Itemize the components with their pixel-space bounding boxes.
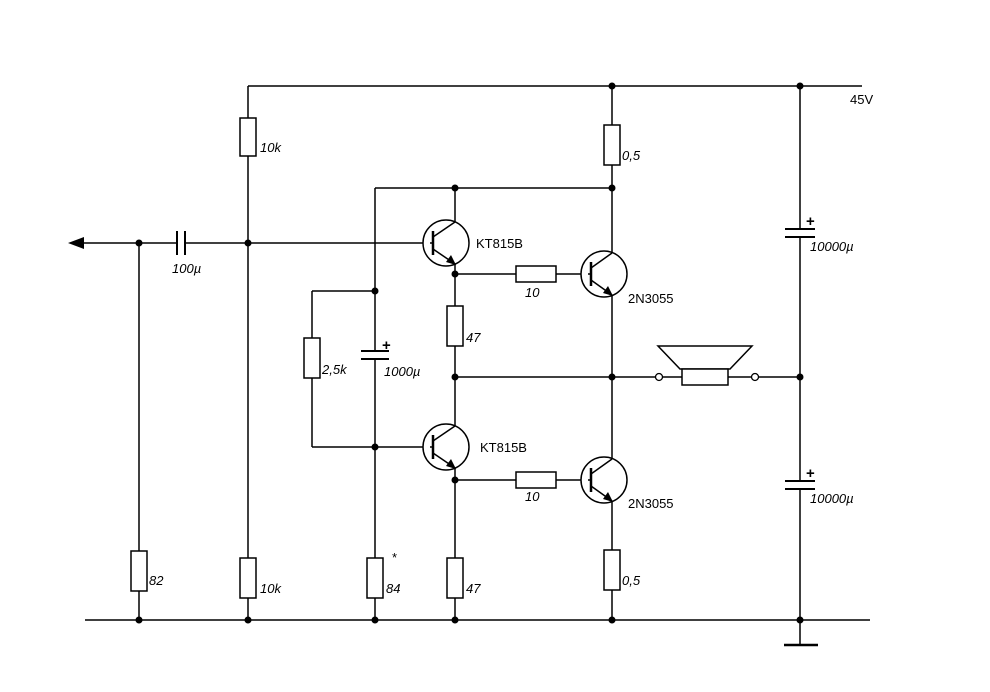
ground-symbol <box>784 620 818 647</box>
junction-dot <box>135 616 143 624</box>
driver-transistor-top-label: KT815B <box>476 236 523 251</box>
junction-dot <box>608 373 616 381</box>
junction-dot <box>608 616 616 624</box>
supply-capacitor-top: + 10000µ <box>785 86 854 377</box>
junction-dot <box>451 476 459 484</box>
bias-resistor-bottom: 10k <box>239 243 282 620</box>
bias-resistor-top-label: 10k <box>260 140 282 155</box>
supply-capacitor-top-label: 10000µ <box>810 239 854 254</box>
junction-dot <box>796 82 804 90</box>
input-capacitor-label: 100µ <box>172 261 201 276</box>
base-resistor-bottom-label: 10 <box>525 489 540 504</box>
input-capacitor: 100µ <box>172 231 430 276</box>
junction-dot <box>371 443 379 451</box>
emitter-resistor-bottom-label: 0,5 <box>622 573 641 588</box>
adjust-resistor-label: 84 <box>386 581 400 596</box>
mid-resistor-label: 47 <box>466 330 481 345</box>
base-resistor-top-label: 10 <box>525 285 540 300</box>
feedback-resistor: 2,5k <box>303 290 430 448</box>
junction-dot <box>371 616 379 624</box>
output-transistor-top-label: 2N3055 <box>628 291 674 306</box>
junction-dot <box>371 287 379 295</box>
supply-voltage-label: 45V <box>850 92 873 107</box>
driver-transistor-bottom-label: KT815B <box>480 440 527 455</box>
supply-capacitor-bottom-plus: + <box>806 465 815 482</box>
bootstrap-capacitor-plus: + <box>382 337 391 354</box>
emitter-resistor-bottom: 0,5 <box>603 549 641 620</box>
junction-dot <box>451 184 459 192</box>
bias-resistor-top: 10k <box>239 86 282 243</box>
junction-dot <box>451 373 459 381</box>
junction-dot <box>796 616 804 624</box>
mid-resistor: 47 <box>446 274 481 428</box>
base-resistor-bottom: 10 <box>455 471 588 504</box>
bootstrap-capacitor-label: 1000µ <box>384 364 420 379</box>
speaker-icon <box>654 345 800 386</box>
supply-capacitor-top-plus: + <box>806 213 815 230</box>
bootstrap-capacitor: + 1000µ <box>361 337 420 558</box>
adjust-resistor-mark: * <box>392 550 397 565</box>
junction-dot <box>608 184 616 192</box>
bias-resistor-bottom-label: 10k <box>260 581 282 596</box>
junction-dots <box>135 82 804 624</box>
supply-capacitor-bottom-label: 10000µ <box>810 491 854 506</box>
supply-rail: 45V <box>248 85 873 107</box>
junction-dot <box>244 239 252 247</box>
feedback-resistor-label: 2,5k <box>321 362 348 377</box>
input-terminal <box>68 237 176 249</box>
input-resistor: 82 <box>130 243 164 620</box>
emitter-resistor-top-label: 0,5 <box>622 148 641 163</box>
emitter-resistor-top: 0,5 <box>603 86 641 188</box>
junction-dot <box>135 239 143 247</box>
junction-dot <box>451 616 459 624</box>
output-transistor-top: 2N3055 <box>580 188 674 377</box>
base-resistor-top: 10 <box>455 265 588 300</box>
junction-dot <box>796 373 804 381</box>
bottom-resistor-47-label: 47 <box>466 581 481 596</box>
driver-transistor-bottom: KT815B <box>422 423 527 558</box>
output-transistor-bottom-label: 2N3055 <box>628 496 674 511</box>
output-transistor-bottom: 2N3055 <box>580 377 674 550</box>
adjust-resistor: 84 * <box>366 550 400 620</box>
input-resistor-label: 82 <box>149 573 164 588</box>
junction-dot <box>608 82 616 90</box>
driver-transistor-top: KT815B <box>422 188 523 275</box>
bottom-resistor-47: 47 <box>446 557 481 620</box>
junction-dot <box>244 616 252 624</box>
supply-capacitor-bottom: + 10000µ <box>785 377 854 620</box>
junction-dot <box>451 270 459 278</box>
